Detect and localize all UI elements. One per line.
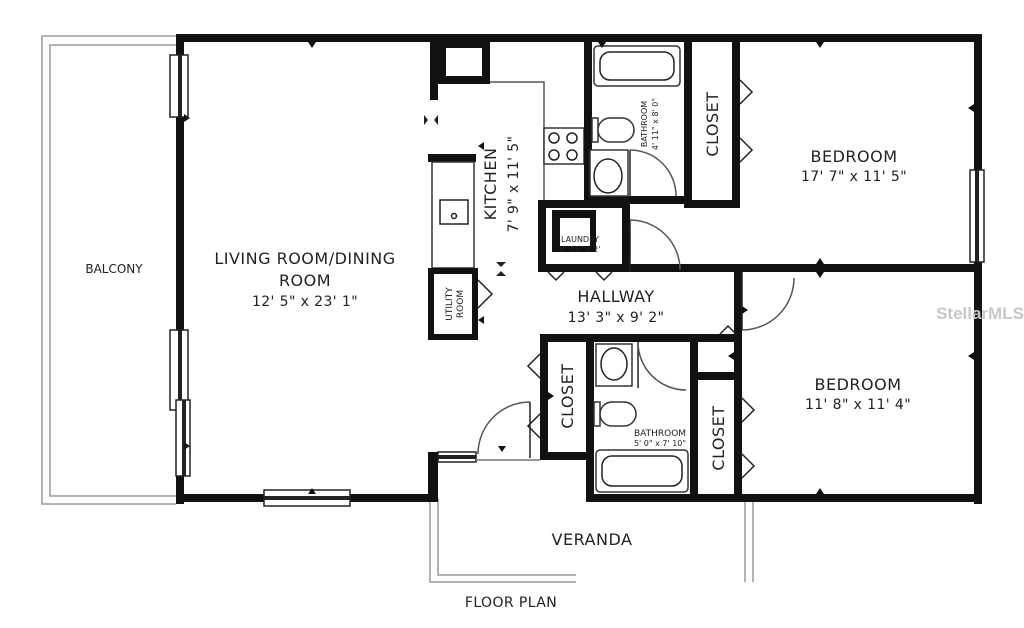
veranda-outline — [429, 498, 754, 583]
living-room-label-line1: LIVING ROOM/DINING — [214, 249, 395, 268]
balcony-sliding-doors — [169, 54, 191, 477]
interior-walls-north — [584, 42, 982, 272]
closet3-label: CLOSET — [709, 405, 728, 470]
living-window-south — [263, 489, 351, 507]
closet1-doors — [739, 79, 754, 163]
utility-room-label-line2: ROOM — [456, 290, 466, 318]
balcony-outline — [41, 35, 176, 505]
floor-plan-caption: FLOOR PLAN — [465, 595, 557, 611]
watermark: StellarMLS — [936, 304, 1024, 323]
kitchen-label: KITCHEN — [481, 148, 500, 221]
closet3-doors — [741, 397, 756, 479]
wall-tick-markers — [184, 42, 974, 494]
closet2-label: CLOSET — [558, 363, 577, 428]
bathroom1-fixtures — [589, 45, 681, 197]
kitchen-dims: 7' 9" x 11' 5" — [506, 136, 522, 233]
bedroom-window-east — [969, 169, 985, 263]
bedroom1-dims: 17' 7" x 11' 5" — [801, 169, 907, 185]
bathroom2-dims: 5' 0" x 7' 10" — [634, 439, 686, 448]
veranda-label: VERANDA — [552, 530, 633, 549]
bathroom1-label: BATHROOM — [640, 101, 649, 147]
closet1-label: CLOSET — [703, 91, 722, 156]
laundry-dims: 4' 11" x 2' — [560, 245, 601, 254]
bathroom2-label: BATHROOM — [634, 429, 686, 439]
interior-walls-south — [428, 272, 795, 502]
living-room-label-line2: ROOM — [279, 271, 331, 290]
bathroom1-dims: 4' 11" x 8' 0" — [651, 98, 660, 150]
living-room-dims: 12' 5" x 23' 1" — [252, 294, 358, 310]
bathroom2-fixtures — [593, 341, 689, 493]
bedroom2-label: BEDROOM — [814, 375, 901, 394]
utility-room-label-line1: UTILITY — [445, 287, 455, 321]
bedroom1-label: BEDROOM — [810, 147, 897, 166]
laundry-walls — [538, 200, 681, 282]
laundry-label: LAUNDRY — [561, 235, 599, 244]
hallway-label: HALLWAY — [577, 287, 654, 306]
balcony-label: BALCONY — [85, 262, 143, 276]
bedroom2-dims: 11' 8" x 11' 4" — [805, 397, 911, 413]
kitchen-fixtures — [424, 42, 585, 276]
closet2-doors — [526, 353, 541, 439]
utility-room-walls — [428, 268, 494, 340]
hallway-dims: 13' 3" x 9' 2" — [568, 310, 665, 326]
